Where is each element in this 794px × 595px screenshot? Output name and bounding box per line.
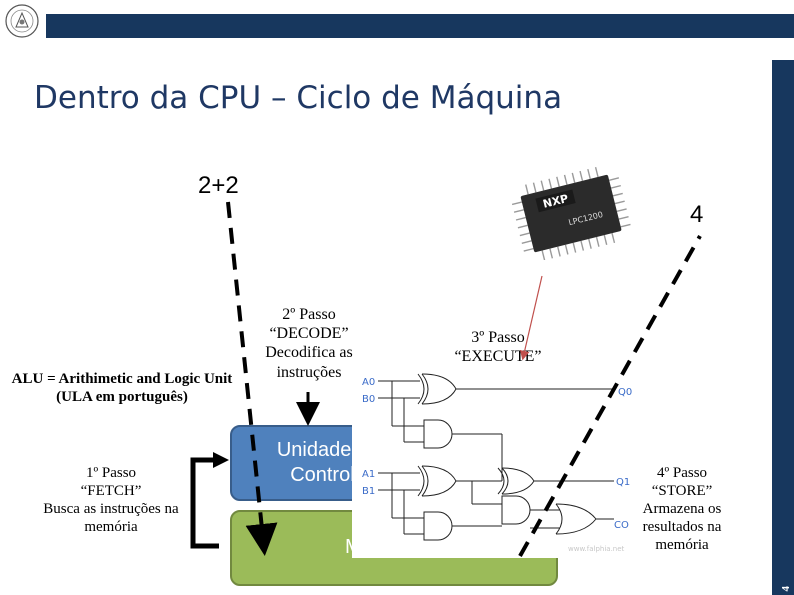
step-store: 4º Passo “STORE” Armazena os resultados … xyxy=(628,464,736,554)
step-execute: 3º Passo “EXECUTE” xyxy=(438,328,558,366)
step-decode-name: “DECODE” xyxy=(269,325,349,343)
fetch-bracket-connector xyxy=(190,452,229,549)
step-fetch-desc: Busca as instruções na memória xyxy=(43,501,179,535)
output-co-label: CO xyxy=(614,520,629,531)
page-number: 4 xyxy=(780,585,792,592)
input-a0-label: A0 xyxy=(362,377,375,388)
step-store-desc: Armazena os resultados na memória xyxy=(642,501,722,553)
output-q0-label: Q0 xyxy=(618,387,632,398)
step-decode-label: 2º Passo xyxy=(282,306,336,323)
input-b0-label: B0 xyxy=(362,394,375,405)
step-store-label: 4º Passo xyxy=(656,465,708,481)
step-execute-label: 3º Passo xyxy=(471,329,525,346)
header-blue-bar xyxy=(46,14,794,38)
slide-title: Dentro da CPU – Ciclo de Máquina xyxy=(34,80,563,116)
step-execute-name: “EXECUTE” xyxy=(454,348,542,366)
step-decode: 2º Passo “DECODE” Decodifica as instruçõ… xyxy=(255,305,363,382)
step-fetch-name: “FETCH” xyxy=(80,483,142,499)
institution-seal-icon xyxy=(5,4,39,38)
output-result: 4 xyxy=(690,201,704,228)
step-decode-desc: Decodifica as instruções xyxy=(265,344,353,381)
step-fetch: 1º Passo “FETCH” Busca as instruções na … xyxy=(36,464,186,536)
input-a1-label: A1 xyxy=(362,469,375,480)
step-fetch-label: 1º Passo xyxy=(85,465,137,481)
right-side-band xyxy=(772,60,794,595)
alu-definition-note: ALU = Arithimetic and Logic Unit (ULA em… xyxy=(11,371,233,405)
circuit-watermark: www.falphia.net xyxy=(568,545,625,553)
chip-brand-text: NXP xyxy=(542,192,570,211)
header-corner-curve xyxy=(772,60,794,120)
input-b1-label: B1 xyxy=(362,486,375,497)
step-store-name: “STORE” xyxy=(651,483,713,499)
microcontroller-chip-image: NXP LPC1200 xyxy=(512,167,631,260)
adder-logic-circuit: A0 B0 A1 B1 Q0 Q1 CO www.falphia.net xyxy=(352,368,638,558)
input-expression: 2+2 xyxy=(198,172,239,199)
